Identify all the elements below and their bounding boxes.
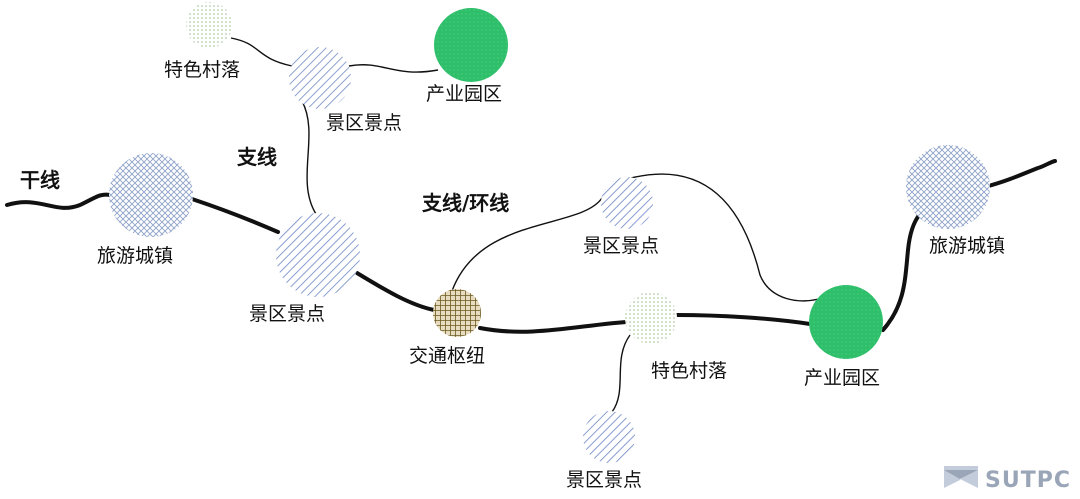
node-town-left — [109, 153, 193, 237]
link-scenic-top-to-industrial — [348, 64, 439, 73]
link-village-top-to-scenic-top — [230, 37, 293, 67]
trunk-hub-to-village — [478, 320, 629, 334]
label-trunk: 干线 — [20, 168, 60, 192]
label-scenic-ring: 景区景点 — [583, 235, 659, 257]
node-town-right — [906, 145, 990, 229]
node-scenic-main — [276, 213, 360, 297]
branch-link-scenic-top-to-scenic-main — [301, 100, 317, 215]
trunk-lines — [5, 159, 1057, 334]
trunk-town-to-scenic — [190, 197, 280, 234]
trunk-scenic-to-hub — [355, 271, 436, 312]
trunk-right-end — [983, 159, 1057, 189]
trunk-village-to-industrial — [674, 313, 812, 326]
sutpc-logo-icon — [944, 466, 978, 488]
label-branch-ring: 支线/环线 — [422, 191, 509, 215]
label-industrial-top: 产业园区 — [426, 83, 502, 105]
label-town-left: 旅游城镇 — [97, 245, 173, 267]
label-scenic-main: 景区景点 — [249, 303, 325, 325]
label-industrial-right: 产业园区 — [804, 367, 880, 389]
ring-scenic-ring-to-industrial — [613, 173, 823, 302]
branch-village-to-scenic-bottom — [611, 334, 631, 413]
node-scenic-bottom — [583, 411, 635, 463]
label-village-top: 特色村落 — [164, 59, 240, 81]
node-scenic-ring — [601, 177, 653, 229]
trunk-left-end — [5, 192, 112, 210]
nodes — [109, 2, 990, 463]
node-scenic-top — [289, 47, 351, 109]
node-village-mid — [625, 292, 677, 344]
label-branch: 支线 — [237, 145, 277, 169]
node-industrial-top — [434, 8, 508, 82]
node-hub — [433, 289, 481, 337]
sutpc-logo-text: SUTPC — [985, 468, 1071, 493]
branch-lines — [230, 37, 823, 413]
label-town-right: 旅游城镇 — [929, 235, 1005, 257]
label-scenic-bottom: 景区景点 — [566, 469, 642, 491]
label-scenic-top: 景区景点 — [326, 112, 402, 134]
sutpc-logo: SUTPC — [944, 466, 1071, 493]
label-hub: 交通枢纽 — [409, 345, 485, 367]
trunk-industrial-to-town — [881, 212, 922, 332]
label-village-mid: 特色村落 — [651, 360, 727, 382]
node-village-top — [186, 2, 232, 48]
node-industrial-right — [809, 285, 883, 359]
ring-hub-to-scenic-ring — [451, 197, 603, 292]
